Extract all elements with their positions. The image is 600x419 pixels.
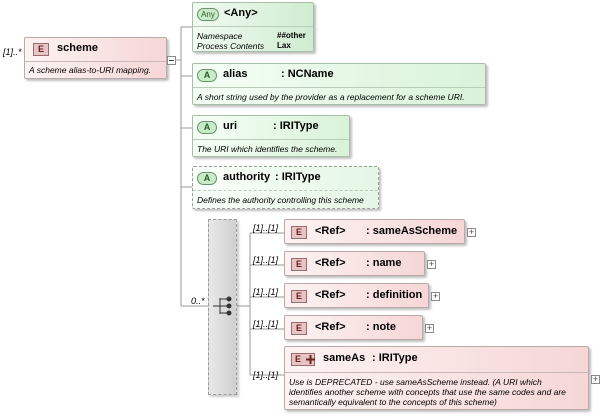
ref-label: <Ref> — [315, 257, 346, 269]
element-sameAs[interactable]: E sameAs : IRIType Use is DEPRECATED - u… — [284, 346, 589, 410]
element-badge-icon: E — [33, 43, 49, 56]
attribute-uri[interactable]: A uri : IRIType The URI which identifies… — [192, 115, 350, 157]
attribute-badge-icon: A — [197, 69, 217, 82]
attribute-authority[interactable]: A authority : IRIType Defines the author… — [192, 166, 379, 209]
authority-doc: Defines the authority controlling this s… — [197, 195, 364, 205]
sequence-cardinality: 0..* — [191, 296, 205, 306]
alias-name: alias — [223, 68, 248, 80]
element-badge-icon: E — [291, 322, 307, 335]
alias-type: : NCName — [281, 68, 334, 80]
sameAs-type: : IRIType — [372, 352, 418, 364]
ref-note[interactable]: E <Ref> : note — [284, 315, 423, 340]
uri-type: : IRIType — [273, 120, 319, 132]
element-badge-icon: E — [291, 226, 307, 239]
expand-icon[interactable]: + — [591, 374, 600, 384]
any-name: <Any> — [224, 7, 258, 19]
process-contents-value: Lax — [277, 41, 291, 50]
child-cardinality: [1]..[1] — [253, 370, 279, 380]
process-contents-label: Process Contents — [197, 41, 265, 51]
sequence-compositor[interactable] — [208, 219, 237, 395]
attribute-badge-icon: A — [197, 172, 217, 185]
attribute-alias[interactable]: A alias : NCName A short string used by … — [192, 63, 486, 105]
uri-name: uri — [223, 120, 238, 132]
element-badge-icon: E — [291, 290, 307, 303]
ref-definition[interactable]: E <Ref> : definition — [284, 283, 429, 308]
sameAs-doc-line-3: semantically equivalent to the concepts … — [289, 397, 497, 407]
name-element-name: : name — [366, 257, 402, 269]
expand-icon[interactable]: + — [427, 259, 436, 269]
expand-icon[interactable]: + — [425, 323, 434, 333]
sameAs-doc-line-2: identifies another scheme with concepts … — [289, 387, 566, 397]
ref-sameAsScheme[interactable]: E <Ref> : sameAsScheme — [284, 219, 465, 244]
definition-name: : definition — [366, 289, 423, 301]
authority-name: authority — [223, 171, 271, 183]
uri-doc: The URI which identifies the scheme. — [197, 144, 338, 154]
sameAs-doc-line-1: Use is DEPRECATED - use sameAsScheme ins… — [289, 377, 542, 387]
namespace-value: ##other — [277, 31, 306, 40]
ref-label: <Ref> — [315, 225, 346, 237]
child-cardinality: [1]..[1] — [253, 255, 279, 265]
child-cardinality: [1]..[1] — [253, 287, 279, 297]
ref-label: <Ref> — [315, 289, 346, 301]
note-name: : note — [366, 321, 396, 333]
attribute-badge-icon: A — [197, 121, 217, 134]
collapse-icon[interactable] — [167, 56, 176, 65]
scheme-element[interactable]: E scheme A scheme alias-to-URI mapping. — [24, 37, 167, 79]
child-cardinality: [1]..[1] — [253, 319, 279, 329]
alias-doc: A short string used by the provider as a… — [197, 92, 465, 102]
expand-icon[interactable]: + — [467, 227, 476, 237]
ref-label: <Ref> — [315, 321, 346, 333]
expand-icon[interactable]: + — [431, 291, 440, 301]
authority-type: : IRIType — [275, 171, 321, 183]
any-badge-icon: Any — [197, 8, 219, 21]
ref-name[interactable]: E <Ref> : name — [284, 251, 425, 276]
scheme-doc: A scheme alias-to-URI mapping. — [29, 65, 152, 75]
sameAsScheme-name: : sameAsScheme — [366, 225, 458, 237]
root-cardinality: [1]..* — [3, 47, 22, 57]
sequence-icon — [213, 296, 232, 316]
namespace-label: Namespace — [197, 31, 243, 41]
any-wildcard[interactable]: Any <Any> Namespace ##other Process Cont… — [192, 2, 314, 52]
scheme-name: scheme — [57, 42, 98, 54]
sameAs-name: sameAs — [323, 352, 366, 364]
plus-mark-icon — [306, 355, 315, 364]
element-badge-icon: E — [291, 258, 307, 271]
child-cardinality: [1]..[1] — [253, 223, 279, 233]
